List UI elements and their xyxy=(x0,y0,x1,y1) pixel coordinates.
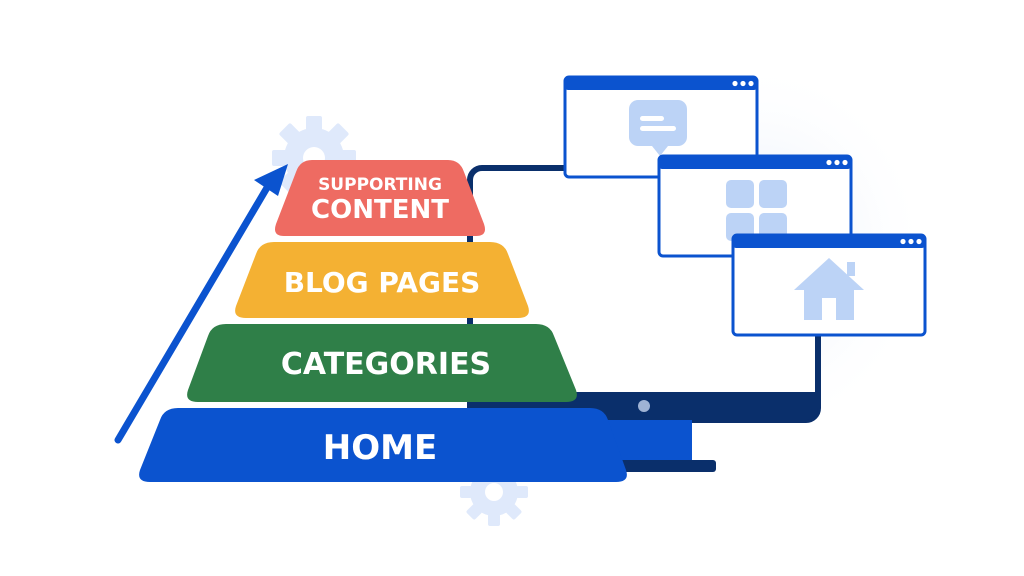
browser-window-chat xyxy=(563,75,759,179)
tier-label-home: HOME xyxy=(323,428,437,468)
home-icon xyxy=(794,258,864,320)
tier-label-categories: CATEGORIES xyxy=(281,347,491,382)
tier-label-supporting: SUPPORTING xyxy=(318,175,442,195)
monitor-button xyxy=(638,400,650,412)
growth-arrow-icon xyxy=(114,164,288,444)
tier-label-blog-pages: BLOG PAGES xyxy=(284,266,481,299)
tier-home: HOME xyxy=(139,408,627,482)
tier-categories: CATEGORIES xyxy=(187,324,577,402)
tier-supporting-content: SUPPORTING CONTENT xyxy=(275,160,485,236)
browser-window-grid xyxy=(657,154,853,258)
tier-label-content: CONTENT xyxy=(311,195,449,225)
tier-blog-pages: BLOG PAGES xyxy=(235,242,529,318)
pyramid: SUPPORTING CONTENT BLOG PAGES CATEGORIES… xyxy=(139,160,627,482)
chat-bubble-icon xyxy=(629,100,687,156)
browser-window-home xyxy=(731,233,927,337)
